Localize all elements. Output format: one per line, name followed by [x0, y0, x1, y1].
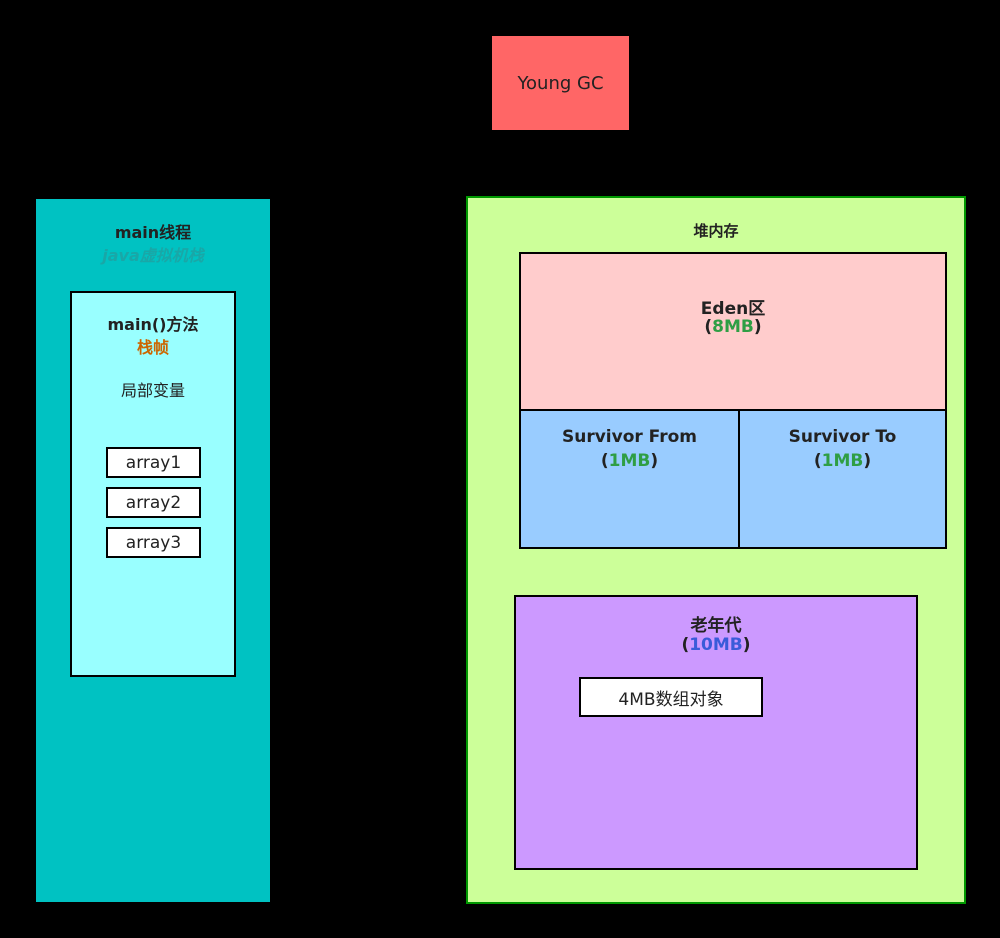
old-generation-region: 老年代 (10MB) — [514, 595, 918, 870]
eden-title: Eden区 — [700, 299, 766, 319]
survivor-from-region: Survivor From (1MB) — [519, 409, 740, 549]
eden-region: Eden区 (8MB) — [519, 252, 947, 411]
old-gen-title: 老年代 — [690, 616, 742, 636]
young-gc-box: Young GC — [490, 34, 631, 132]
locals-label: 局部变量 — [120, 381, 185, 400]
eden-size: (8MB) — [704, 317, 762, 337]
heap-title: 堆内存 — [693, 222, 739, 240]
old-gen-size-value: 10MB — [689, 635, 743, 655]
survivor-to-region: Survivor To (1MB) — [738, 409, 947, 549]
frame-title: main()方法 — [107, 315, 199, 334]
thread-title: main线程 — [114, 223, 192, 242]
eden-size-value: 8MB — [712, 317, 754, 337]
variable-array1: array1 — [106, 447, 201, 478]
variable-label: array2 — [125, 492, 182, 513]
thread-subtitle: java虚拟机栈 — [102, 246, 204, 265]
survivor-from-title: Survivor From — [561, 427, 697, 447]
array-object-label: 4MB数组对象 — [618, 689, 724, 710]
survivor-to-size-value: 1MB — [821, 451, 864, 471]
variable-label: array3 — [125, 532, 182, 553]
survivor-from-size: (1MB) — [600, 451, 659, 471]
variable-array3: array3 — [106, 527, 201, 558]
old-gen-size: (10MB) — [681, 635, 751, 655]
variable-label: array1 — [125, 452, 182, 473]
survivor-from-size-value: 1MB — [608, 451, 651, 471]
stack-frame-box: main()方法 栈帧 局部变量 — [70, 291, 236, 677]
frame-subtitle: 栈帧 — [136, 338, 169, 357]
variable-array2: array2 — [106, 487, 201, 518]
young-gc-label: Young GC — [517, 72, 604, 94]
survivor-to-title: Survivor To — [788, 427, 897, 447]
survivor-to-size: (1MB) — [813, 451, 872, 471]
array-object-box: 4MB数组对象 — [579, 677, 763, 717]
